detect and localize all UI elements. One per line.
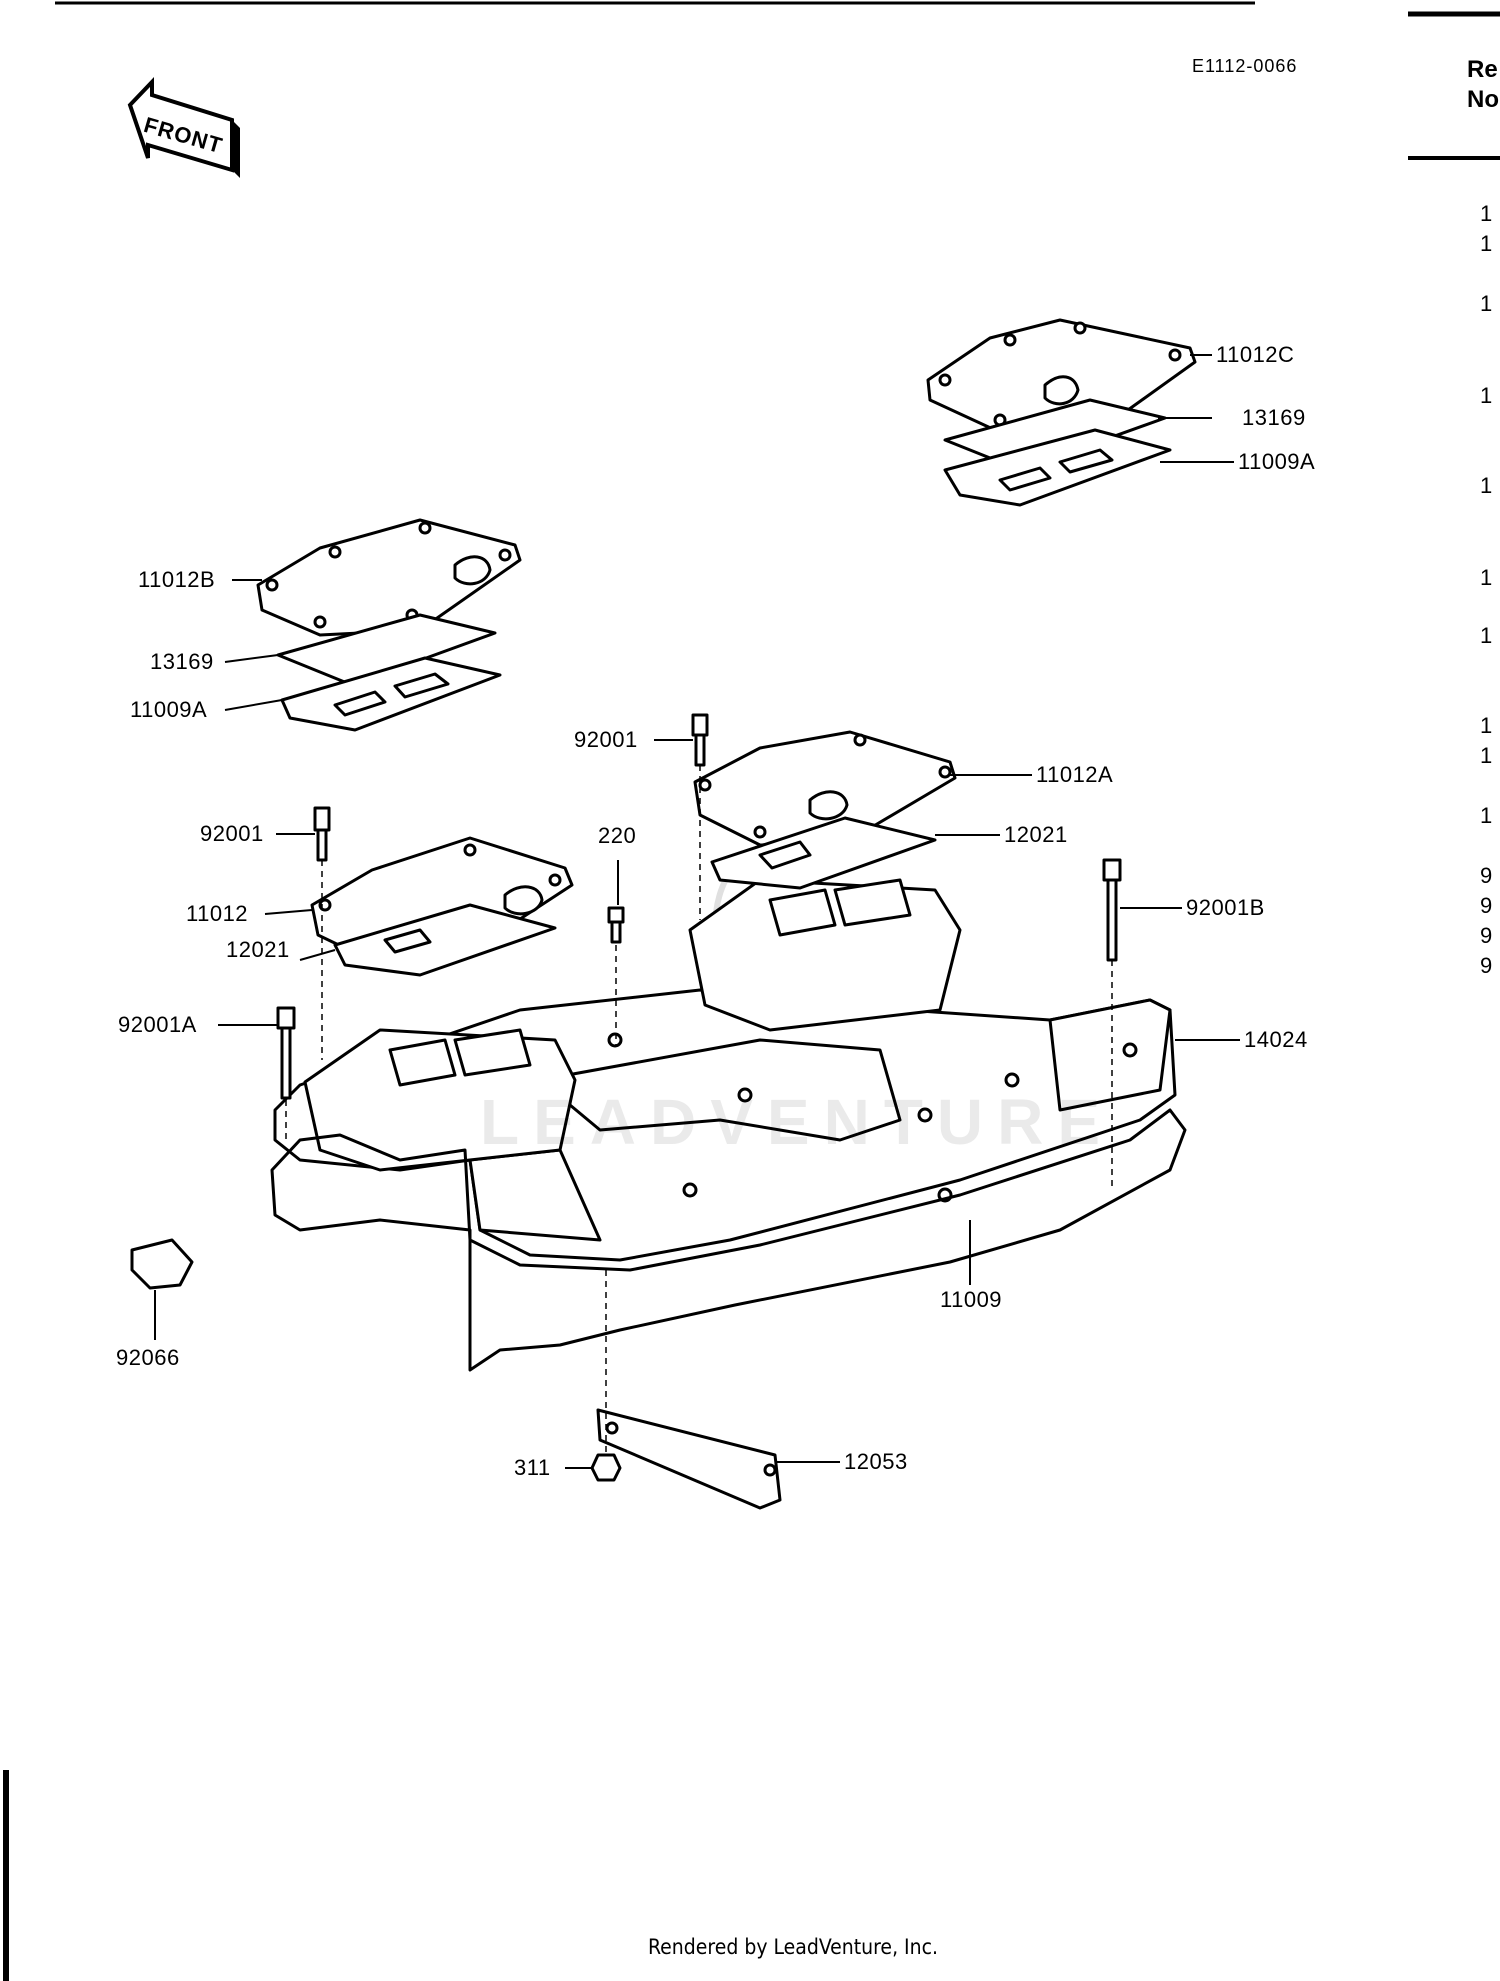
gasket-11009a-top (943, 428, 1172, 507)
callout-92066[interactable]: 92066 (116, 1345, 180, 1370)
plate-12053 (596, 1408, 782, 1510)
ref-digit: 9 (1480, 893, 1493, 918)
callout-92001b[interactable]: 92001B (1186, 895, 1265, 920)
cover-11012 (310, 836, 574, 962)
ref-no-header-line1: Re (1467, 56, 1498, 83)
footer-credit: Rendered by LeadVenture, Inc. (648, 1935, 938, 1959)
gasket-12021-left (333, 903, 557, 977)
cover-11012c (926, 318, 1197, 432)
ref-digit: 1 (1480, 565, 1493, 590)
callout-12021-left[interactable]: 12021 (226, 937, 290, 962)
nut-311 (590, 1453, 622, 1482)
bolt-92001a (276, 1006, 296, 1100)
gasket-12021-right (710, 816, 937, 890)
callout-11012[interactable]: 11012 (186, 901, 249, 926)
bolt-92001-left (313, 806, 331, 862)
callout-311[interactable]: 311 (514, 1455, 551, 1480)
callout-12053[interactable]: 12053 (844, 1449, 908, 1474)
callout-11009a-top[interactable]: 11009A (1238, 449, 1316, 474)
callout-11009a-left[interactable]: 11009A (130, 697, 208, 722)
callout-13169-top[interactable]: 13169 (1242, 405, 1306, 430)
callout-11012c[interactable]: 11012C (1216, 342, 1295, 367)
cover-11012a (693, 730, 957, 847)
callout-11009[interactable]: 11009 (940, 1287, 1003, 1312)
callout-92001-mid[interactable]: 92001 (574, 727, 638, 752)
callout-11012a[interactable]: 11012A (1036, 762, 1114, 787)
ref-digit: 1 (1480, 201, 1493, 226)
front-arrow-icon (127, 77, 240, 178)
ref-digit: 1 (1480, 803, 1493, 828)
gasket-11009 (270, 1108, 1187, 1372)
ref-digit: 1 (1480, 743, 1493, 768)
callout-13169-left[interactable]: 13169 (150, 649, 214, 674)
ref-digit: 1 (1480, 231, 1493, 256)
cover-11012b (256, 518, 522, 637)
watermark-text: LEADVENTURE (480, 1086, 1115, 1158)
bolt-92001-mid (691, 713, 709, 767)
ref-digit: 1 (1480, 713, 1493, 738)
callout-11012b[interactable]: 11012B (138, 567, 216, 592)
callout-12021-right[interactable]: 12021 (1004, 822, 1068, 847)
bolt-220 (607, 906, 625, 944)
ref-digit: 1 (1480, 291, 1493, 316)
bolt-92001b (1102, 858, 1122, 962)
ref-digit: 9 (1480, 953, 1493, 978)
callout-92001a[interactable]: 92001A (118, 1012, 197, 1037)
ref-digit: 1 (1480, 383, 1493, 408)
filter-13169-left (276, 613, 497, 687)
gasket-11009a-left (280, 656, 502, 732)
intake-housing-right (688, 878, 962, 1032)
callout-92001-left[interactable]: 92001 (200, 821, 264, 846)
ref-digit: 9 (1480, 863, 1493, 888)
diagram-code: E1112-0066 (1192, 56, 1298, 76)
callout-220[interactable]: 220 (598, 823, 637, 848)
callout-14024[interactable]: 14024 (1244, 1027, 1308, 1052)
ref-digit: 1 (1480, 473, 1493, 498)
ref-no-header-line2: No (1467, 86, 1499, 113)
cap-92066 (130, 1238, 194, 1290)
ref-digit: 9 (1480, 923, 1493, 948)
intake-housing-left (303, 1028, 577, 1172)
ref-digit: 1 (1480, 623, 1493, 648)
